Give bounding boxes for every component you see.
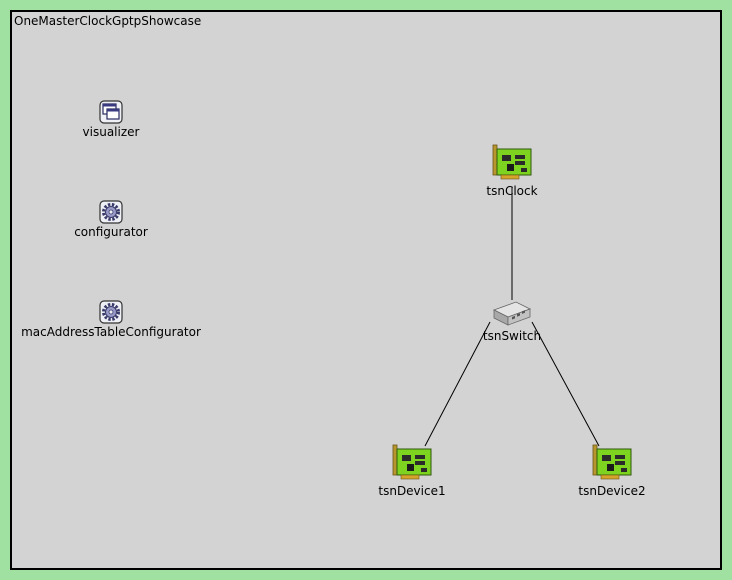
connection-layer <box>424 187 600 447</box>
node-tsnclock[interactable]: tsnClock <box>422 143 602 198</box>
node-tsndevice1[interactable]: tsnDevice1 <box>322 443 502 498</box>
node-label: macAddressTableConfigurator <box>21 325 201 339</box>
node-tsnswitch[interactable]: tsnSwitch <box>422 298 602 343</box>
link-tsnswitch-tsndevice2[interactable] <box>531 321 600 447</box>
link-tsnswitch-tsndevice1[interactable] <box>424 321 491 447</box>
gear-icon <box>99 200 123 224</box>
gear-icon <box>99 300 123 324</box>
node-label: visualizer <box>82 125 140 139</box>
visualizer-icon <box>99 100 123 124</box>
node-macaddresstableconfigurator[interactable]: macAddressTableConfigurator <box>21 300 201 339</box>
node-label: configurator <box>74 225 148 239</box>
network-title: OneMasterClockGptpShowcase <box>14 14 202 28</box>
node-label: tsnClock <box>486 184 538 198</box>
network-card-icon <box>492 144 532 180</box>
switch-icon <box>492 301 532 326</box>
node-configurator[interactable]: configurator <box>21 200 201 239</box>
node-visualizer[interactable]: visualizer <box>21 100 201 139</box>
network-canvas: OneMasterClockGptpShowcase visualizer co… <box>10 10 722 570</box>
node-label: tsnDevice1 <box>378 484 446 498</box>
node-tsndevice2[interactable]: tsnDevice2 <box>522 443 702 498</box>
network-card-icon <box>392 444 432 480</box>
node-label: tsnSwitch <box>482 329 542 343</box>
network-card-icon <box>592 444 632 480</box>
node-label: tsnDevice2 <box>578 484 646 498</box>
